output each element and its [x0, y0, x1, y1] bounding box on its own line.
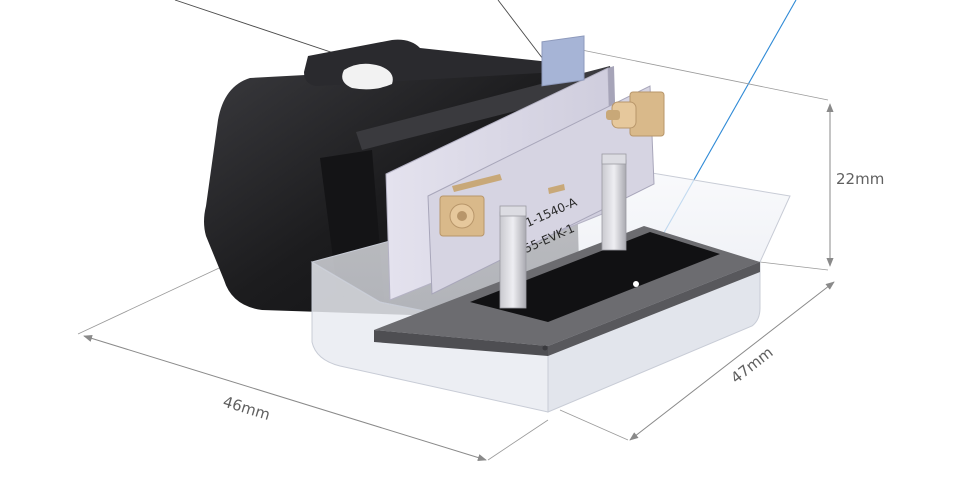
daughter-board [427, 85, 655, 295]
sma-connector-right [606, 91, 665, 137]
dimension-label-depth: 47mm [727, 343, 776, 387]
led-indicator [633, 281, 639, 287]
inner-black-pad [470, 232, 720, 322]
screw-dot [542, 345, 548, 351]
dimension-label-width: 46mm [221, 393, 272, 424]
pad-small [548, 184, 565, 194]
standoff-left [499, 211, 527, 309]
pcb-board: AN-1-1540-A 4L055-EVK-1 [385, 35, 655, 301]
ext-line-front-bottom [487, 419, 549, 461]
standoff-right-cap [601, 153, 627, 165]
ext-line-bottom-right [759, 261, 829, 271]
pad-row [452, 174, 502, 192]
dimension-lines [83, 103, 835, 462]
ext-line-right-front [559, 409, 629, 441]
chip-ic [541, 35, 585, 87]
connector-latch-hole [342, 63, 393, 90]
dimension-label-height: 22mm [836, 170, 884, 188]
standoff-right [601, 159, 627, 251]
standoffs [499, 153, 627, 309]
dim-line-width [83, 334, 487, 462]
standoff-left-cap [499, 205, 527, 217]
sma-connector-left [439, 195, 485, 237]
ext-line-left-front [77, 261, 233, 335]
ext-line-top-back [561, 45, 829, 101]
dim-line-depth [629, 281, 835, 441]
sma-connectors [439, 91, 665, 237]
extension-lines [77, 45, 829, 461]
connector-right-flange [356, 66, 614, 150]
